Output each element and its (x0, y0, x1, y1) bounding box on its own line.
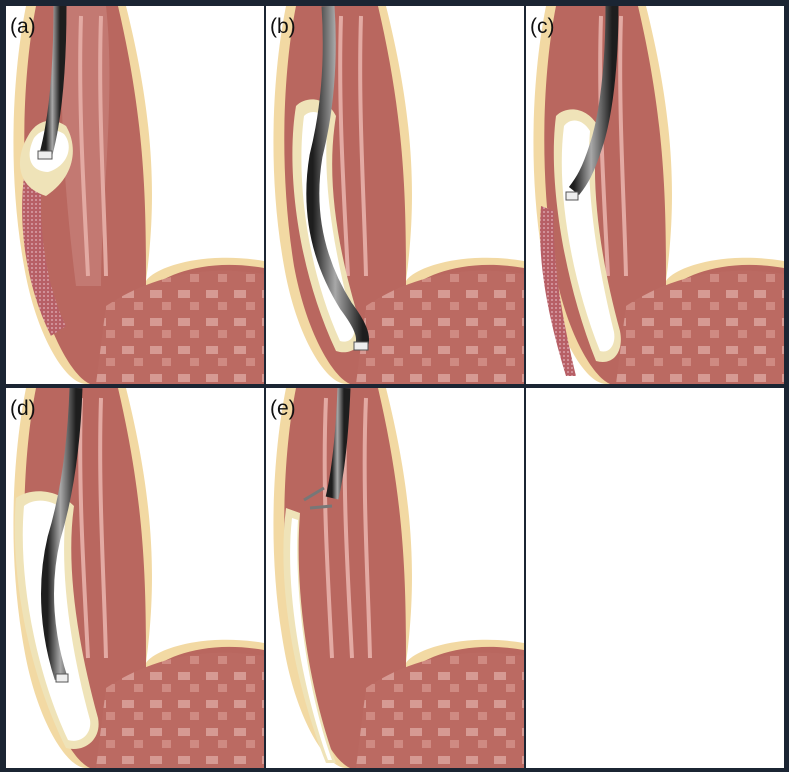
panel-label: (c) (530, 16, 555, 37)
esophagus-diagram-b (266, 6, 524, 384)
esophagus-diagram-d (6, 388, 264, 768)
panel-c: (c) (526, 6, 784, 384)
panel-b: (b) (266, 6, 524, 384)
panel-label: (e) (270, 398, 296, 419)
esophagus-diagram-e (266, 388, 524, 768)
panel-e: (e) (266, 388, 524, 768)
panel-label: (a) (10, 16, 36, 37)
panel-label: (d) (10, 398, 36, 419)
panel-label: (b) (270, 16, 296, 37)
empty-panel (526, 388, 784, 768)
esophagus-diagram-c (526, 6, 784, 384)
panel-a: (a) (6, 6, 264, 384)
panel-d: (d) (6, 388, 264, 768)
esophagus-diagram-a (6, 6, 264, 384)
